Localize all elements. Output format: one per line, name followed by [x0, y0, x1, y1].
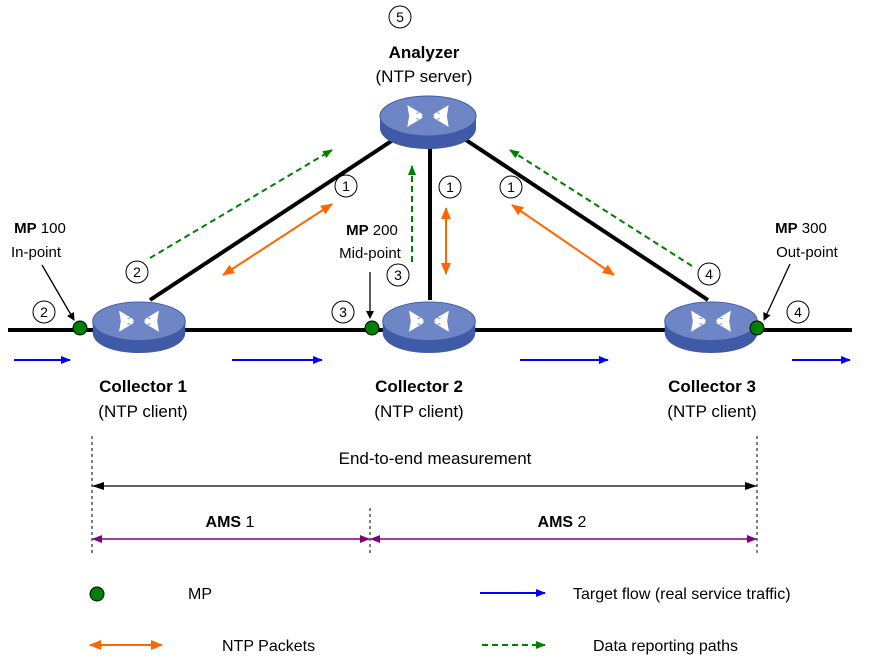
router-collector1-icon — [92, 301, 186, 354]
step-circle — [438, 175, 462, 199]
legend: MP NTP Packets Target flow (real service… — [89, 586, 791, 655]
mp200-role: Mid-point — [339, 245, 402, 262]
step-circle — [125, 260, 149, 284]
mp-pointer — [763, 263, 791, 321]
router-collector2-icon — [382, 301, 476, 354]
link-collector3-analyzer — [464, 138, 710, 302]
mp-pointer — [41, 264, 75, 321]
legend-mp-dot — [89, 586, 105, 602]
mp300-role: Out-point — [776, 244, 839, 261]
legend-ntp-label: NTP Packets — [222, 638, 315, 655]
collector1-title: Collector 1 — [99, 377, 187, 396]
collector1-subtitle: (NTP client) — [98, 402, 187, 421]
link-collector1-analyzer — [148, 138, 395, 302]
step-number: 4 — [794, 304, 802, 320]
step-circle — [32, 300, 56, 324]
step-circle — [499, 175, 523, 199]
end-to-end-label: End-to-end measurement — [339, 449, 532, 468]
mp200-label: MP 200 — [346, 222, 398, 239]
mp-dots — [72, 320, 765, 336]
step-circle — [786, 300, 810, 324]
report-arrow-collector3 — [509, 149, 693, 267]
mp100-label: MP 100 — [14, 220, 66, 237]
step-number: 1 — [342, 178, 350, 194]
step-number: 3 — [394, 267, 402, 283]
step-circle — [331, 300, 355, 324]
collector3-title: Collector 3 — [668, 377, 756, 396]
mp-dot-300 — [749, 320, 765, 336]
collector3-subtitle: (NTP client) — [667, 402, 756, 421]
step-number: 5 — [396, 9, 404, 25]
legend-mp-label: MP — [188, 586, 212, 603]
step-number: 1 — [446, 179, 454, 195]
step-circle — [388, 5, 412, 29]
mp100-role: In-point — [11, 244, 62, 261]
mp300-label: MP 300 — [775, 220, 827, 237]
data-reporting-arrows — [149, 149, 693, 267]
ams1-label: AMS 1 — [206, 514, 255, 531]
ntp-arrow-collector3 — [511, 204, 615, 276]
step-circle — [334, 174, 358, 198]
analyzer-title: Analyzer — [389, 43, 460, 62]
router-collector3-icon — [664, 301, 758, 354]
collector2-subtitle: (NTP client) — [374, 402, 463, 421]
step-number: 2 — [40, 304, 48, 320]
step-number: 2 — [133, 264, 141, 280]
mp-pointers — [41, 263, 791, 321]
step-circles — [32, 5, 810, 324]
ntp-packet-arrows — [222, 203, 615, 276]
legend-report-label: Data reporting paths — [593, 638, 738, 655]
ams2-label: AMS 2 — [538, 514, 587, 531]
step-number: 3 — [339, 304, 347, 320]
step-circle — [697, 262, 721, 286]
mp-dot-100 — [72, 320, 88, 336]
router-analyzer-icon — [379, 95, 477, 150]
measurement-guides — [91, 436, 758, 556]
step-number: 4 — [705, 266, 713, 282]
report-arrow-collector1 — [149, 149, 333, 259]
step-circle — [386, 263, 410, 287]
collector2-title: Collector 2 — [375, 377, 463, 396]
analyzer-subtitle: (NTP server) — [376, 67, 473, 86]
mp-dot-200 — [364, 320, 380, 336]
ntp-arrow-collector1 — [222, 203, 333, 276]
step-number: 1 — [507, 179, 515, 195]
legend-target-flow-label: Target flow (real service traffic) — [573, 586, 791, 603]
